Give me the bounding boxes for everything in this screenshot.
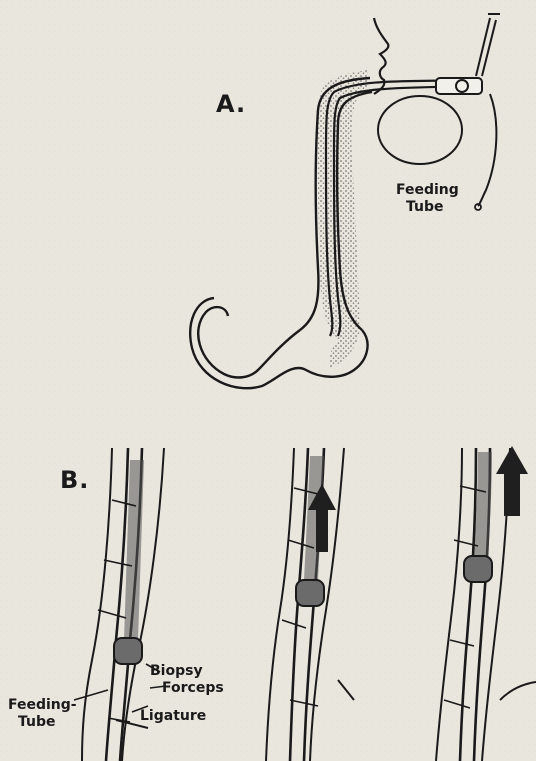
feeding-tube-label-line1: Feeding-: [8, 697, 77, 713]
b3-forceps-jaw: [464, 556, 492, 582]
panel-a-tube-label-line2: Tube: [406, 199, 444, 215]
biopsy-label-line2: Forceps: [162, 680, 224, 696]
b1-forceps-jaw: [114, 638, 142, 664]
ligature-label: Ligature: [140, 708, 206, 724]
b2-forceps-jaw: [296, 580, 324, 606]
panel-a-letter: A.: [216, 90, 246, 118]
panel-a-tube-label-line1: Feeding: [396, 182, 459, 198]
biopsy-label-line1: Biopsy: [150, 663, 203, 679]
panel-b-letter: B.: [60, 466, 89, 494]
tube-stopcock: [456, 80, 468, 92]
feeding-tube-label-line2: Tube: [18, 714, 56, 730]
